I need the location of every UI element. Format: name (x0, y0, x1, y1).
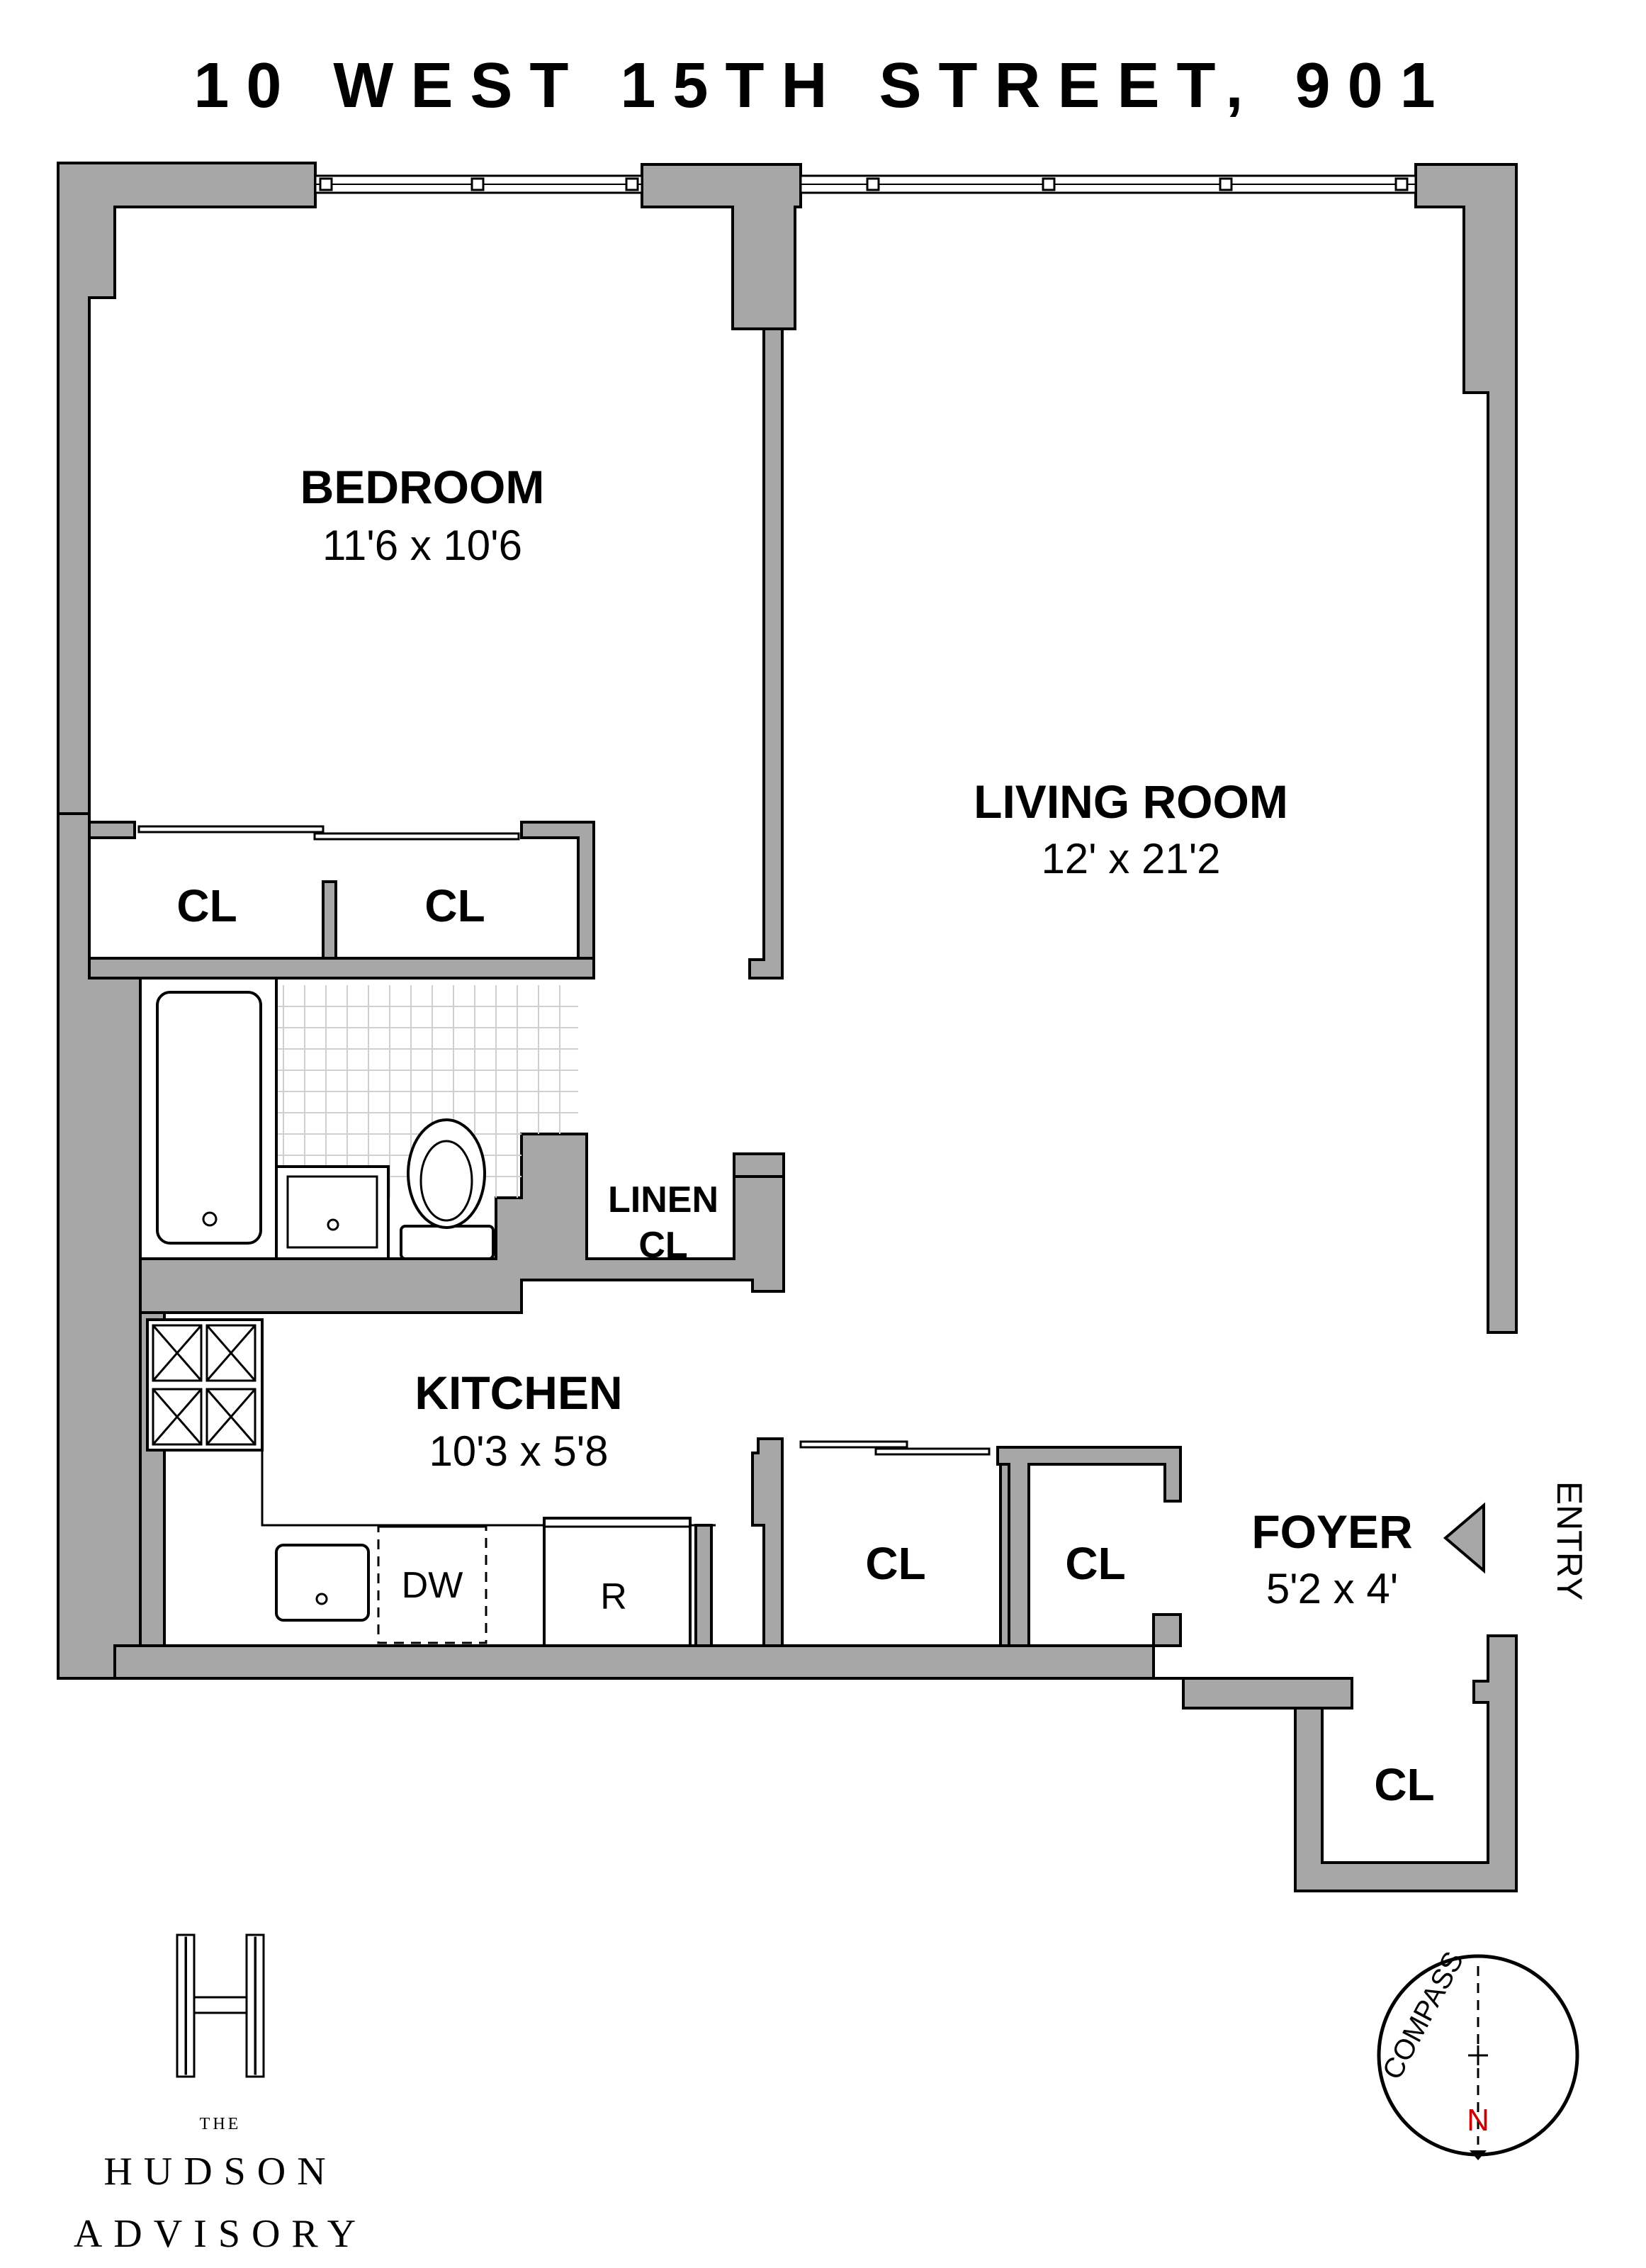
compass-north: N (1467, 2103, 1489, 2138)
entry-arrow-icon (1443, 1502, 1485, 1574)
logo-line2: ADVISORY (74, 2212, 367, 2256)
linen-closet-label-line2: CL (638, 1225, 687, 1266)
stove (146, 1318, 264, 1452)
kitchen-dims: 10'3 x 5'8 (429, 1427, 608, 1475)
h-monogram-icon (176, 1933, 265, 2078)
refrigerator-label: R (600, 1576, 627, 1617)
hall-closet-1-label: CL (865, 1538, 925, 1589)
foyer-label: FOYER (1251, 1505, 1412, 1558)
hudson-advisory-logo: THE HUDSON ADVISORY (74, 1933, 367, 2256)
compass-icon: N COMPASS (1377, 1947, 1579, 2160)
bedroom-label: BEDROOM (300, 461, 545, 513)
bathroom (139, 977, 578, 1260)
listing-title: 10 WEST 15TH STREET, 901 (193, 50, 1453, 121)
kitchen-label: KITCHEN (415, 1366, 622, 1419)
logo-line1: HUDSON (103, 2150, 337, 2194)
hall-closet-2-label: CL (1065, 1538, 1125, 1589)
entry-label: ENTRY (1550, 1481, 1589, 1601)
bedroom-closet-left-label: CL (176, 880, 237, 931)
living-room-label: LIVING ROOM (974, 775, 1288, 828)
foyer-closet-label: CL (1374, 1759, 1434, 1810)
bedroom-closet-doors (137, 825, 520, 841)
walls (57, 162, 1518, 1892)
logo-the: THE (200, 2115, 242, 2133)
toilet (400, 1118, 495, 1260)
foyer-dims: 5'2 x 4' (1266, 1565, 1398, 1612)
living-room-dims: 12' x 21'2 (1041, 835, 1220, 882)
dishwasher-label: DW (402, 1565, 463, 1606)
bedroom-closet-right-label: CL (424, 880, 485, 931)
linen-closet-label-line1: LINEN (608, 1179, 718, 1220)
bedroom-dims: 11'6 x 10'6 (322, 522, 522, 569)
refrigerator (543, 1517, 692, 1647)
hall-closet-doors (799, 1440, 991, 1456)
windows (314, 174, 1417, 194)
kitchen-fixtures (146, 1318, 716, 1647)
kitchen-sink (275, 1544, 370, 1622)
